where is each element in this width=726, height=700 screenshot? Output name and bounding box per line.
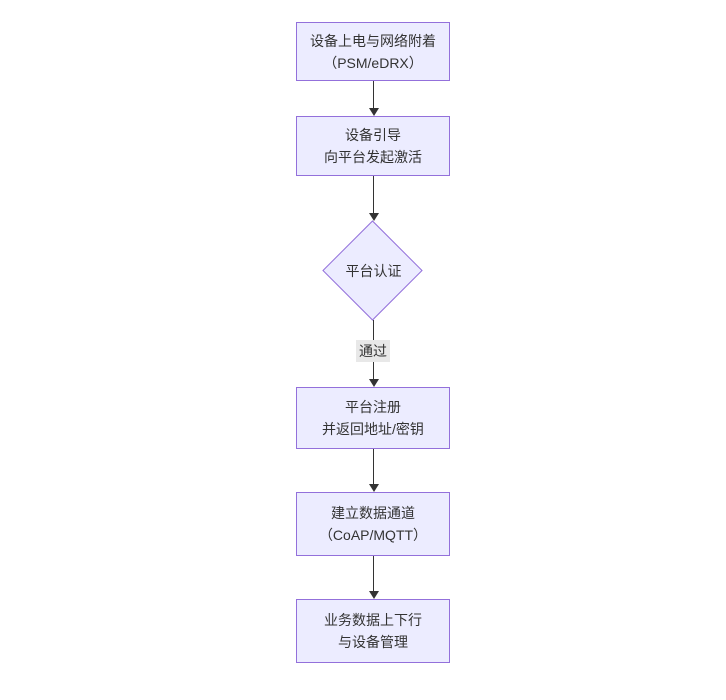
edge-label-pass: 通过	[356, 340, 390, 362]
edge-bootstrap-to-auth	[368, 176, 379, 221]
node-data-channel: 建立数据通道 （CoAP/MQTT）	[296, 492, 450, 556]
node-business-data-line2: 与设备管理	[338, 634, 408, 650]
node-business-data-line1: 业务数据上下行	[324, 612, 422, 628]
node-data-channel-line2: （CoAP/MQTT）	[318, 527, 428, 543]
node-platform-register-line2: 并返回地址/密钥	[322, 421, 424, 437]
node-bootstrap-line2: 向平台发起激活	[324, 149, 422, 165]
arrow-head-icon	[368, 108, 379, 116]
edge-channel-to-business	[368, 556, 379, 599]
node-power-attach-line1: 设备上电与网络附着	[310, 32, 436, 49]
node-bootstrap-line1: 设备引导	[345, 127, 401, 143]
node-data-channel-line1: 建立数据通道	[331, 505, 415, 521]
node-platform-register-line1: 平台注册	[345, 399, 401, 415]
decision-platform-auth: 平台认证	[321, 220, 426, 321]
node-platform-register: 平台注册 并返回地址/密钥	[296, 387, 450, 449]
node-business-data: 业务数据上下行 与设备管理	[296, 599, 450, 663]
edge-power-to-bootstrap	[368, 81, 379, 116]
node-power-attach-line2: （PSM/eDRX）	[323, 54, 423, 71]
arrow-head-icon	[368, 379, 379, 387]
node-bootstrap: 设备引导 向平台发起激活	[296, 116, 450, 176]
arrow-head-icon	[368, 591, 379, 599]
edge-register-to-channel	[368, 449, 379, 492]
edge-line	[373, 176, 374, 213]
node-power-attach: 设备上电与网络附着 （PSM/eDRX）	[296, 22, 450, 81]
edge-line	[373, 81, 374, 108]
arrow-head-icon	[368, 484, 379, 492]
edge-line	[373, 449, 374, 484]
edge-line	[373, 556, 374, 591]
decision-platform-auth-label: 平台认证	[345, 263, 402, 279]
arrow-head-icon	[368, 213, 379, 221]
